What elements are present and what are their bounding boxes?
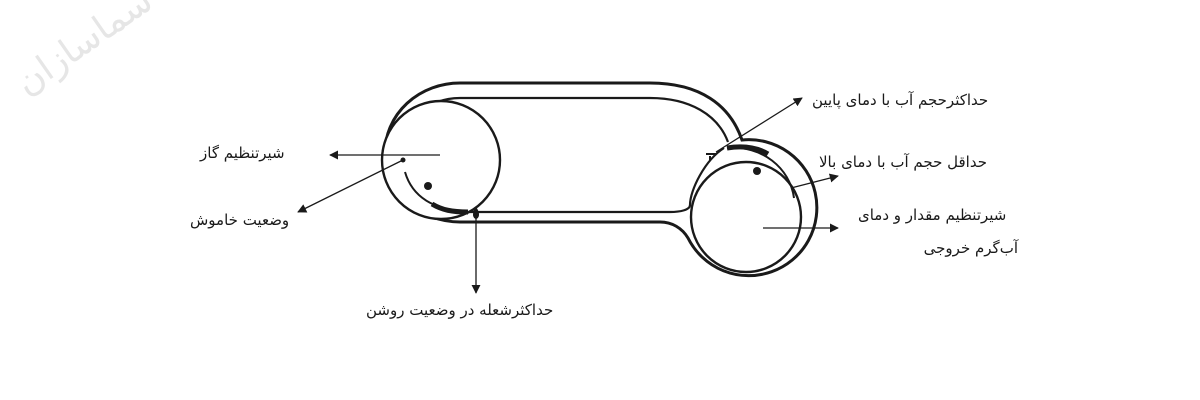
faucet-icon [706, 153, 716, 160]
flame-icon [473, 207, 479, 219]
label-water-valve-line2: آب‌گرم خروجی [923, 239, 1018, 257]
label-max-flame: حداکثرشعله در وضعیت روشن [366, 301, 554, 319]
water-knob-indicator-dot [753, 167, 761, 175]
arrow-min-water-high-temp [790, 173, 839, 189]
label-gas-valve: شیرتنظیم گاز [200, 144, 285, 162]
gas-scale-thick-arc [430, 201, 469, 215]
gas-knob-indicator-dot [424, 182, 432, 190]
arrow-off-position [297, 159, 404, 213]
water-scale-thick-arc [726, 144, 770, 157]
gas-valve-knob[interactable] [380, 99, 502, 221]
arrow-max-water-low-temp [715, 97, 803, 153]
label-max-water-low-temp: حداکثرحجم آب با دمای پایین [812, 91, 989, 109]
water-valve-knob[interactable] [689, 160, 803, 274]
label-off-position: وضعیت خاموش [190, 211, 290, 229]
label-water-valve-line1: شیرتنظیم مقدار و دمای [858, 206, 1007, 224]
label-min-water-high-temp: حداقل حجم آب با دمای بالا [819, 153, 987, 171]
